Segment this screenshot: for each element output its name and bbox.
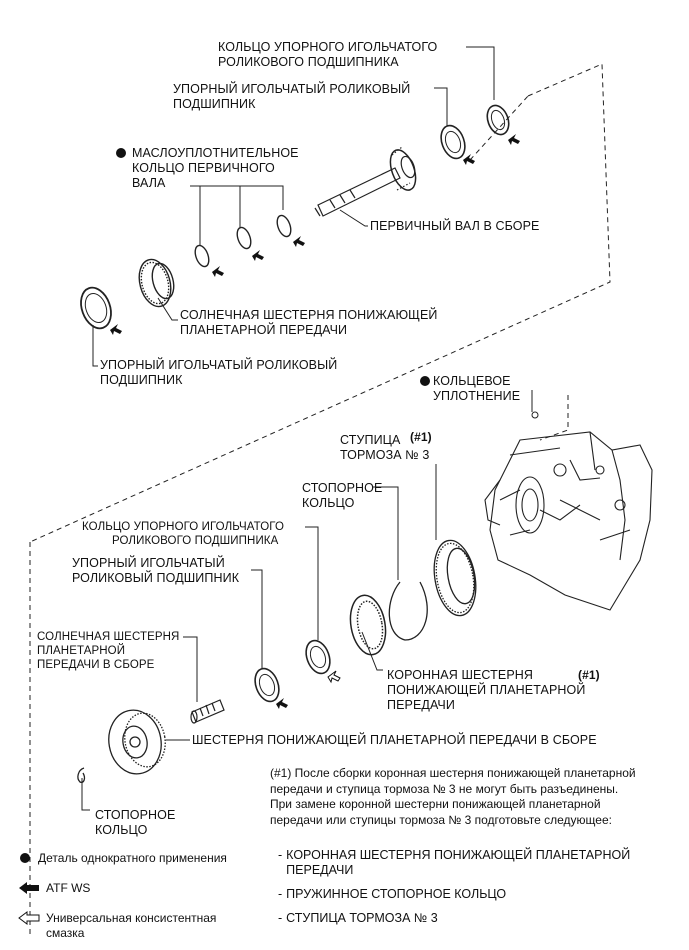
- replacement-list: - КОРОННАЯ ШЕСТЕРНЯ ПОНИЖАЮЩЕЙ ПЛАНЕТАРН…: [278, 848, 630, 935]
- list-item: - СТУПИЦА ТОРМОЗА № 3: [278, 911, 438, 925]
- leader-race-mid: [305, 526, 319, 640]
- snap-ring-bottom-part: [77, 767, 86, 784]
- leader-sun-gear-assy: [183, 636, 198, 702]
- bearing-mid-part: [254, 667, 280, 703]
- grease-arrow-icon: [327, 670, 341, 684]
- leader-ring-gear: [361, 631, 383, 671]
- leader-snap-ring-bottom: [81, 778, 90, 811]
- ring-gear-ref: (#1): [578, 668, 600, 682]
- bearing-left-part: [80, 286, 112, 330]
- leader-input-shaft: [339, 209, 368, 227]
- leader-oil-seal: [190, 185, 284, 246]
- oil-seal-ring-2: [236, 226, 252, 250]
- leader-bearing-top: [434, 87, 448, 126]
- atf-arrow-icon: [276, 698, 288, 709]
- label-input-shaft: ПЕРВИЧНЫЙ ВАЛ В СБОРЕ: [370, 219, 540, 233]
- label-planetary-gear-assy: ШЕСТЕРНЯ ПОНИЖАЮЩЕЙ ПЛАНЕТАРНОЙ ПЕРЕДАЧИ…: [192, 733, 597, 747]
- assembly-axis-top: [29, 63, 611, 543]
- list-item: - ПРУЖИННОЕ СТОПОРНОЕ КОЛЬЦО: [278, 887, 507, 901]
- atf-arrow-icon: [252, 250, 264, 261]
- non-reusable-dot-icon: [20, 853, 30, 863]
- planetary-gear-assy-part: [108, 709, 166, 775]
- race-mid-part: [305, 639, 331, 675]
- oil-seal-ring-3: [194, 244, 210, 268]
- brake-hub-ref: (#1): [410, 430, 432, 444]
- ring-gear-part: [349, 594, 387, 656]
- atf-arrow-icon: [19, 882, 39, 894]
- bearing-top-part: [440, 124, 466, 160]
- transaxle-case-part: [484, 431, 653, 611]
- leader-race-top: [466, 46, 495, 100]
- input-shaft-part: [314, 146, 417, 217]
- leader-bearing-mid: [251, 569, 263, 668]
- atf-arrow-icon: [508, 134, 520, 145]
- list-item: - КОРОННАЯ ШЕСТЕРНЯ ПОНИЖАЮЩЕЙ ПЛАНЕТАРН…: [278, 848, 631, 877]
- snap-ring-mid-part: [388, 581, 428, 641]
- assembly-note: (#1) После сборки коронная шестерня пони…: [270, 766, 636, 827]
- atf-arrow-icon: [293, 236, 305, 247]
- non-reusable-dot-icon: [116, 148, 126, 158]
- sun-gear-assy-part: [190, 699, 225, 724]
- atf-arrow-icon: [212, 266, 224, 277]
- atf-arrow-icon: [463, 154, 475, 165]
- race-top-part: [486, 104, 510, 136]
- oil-seal-ring-1: [276, 214, 292, 238]
- leader-bearing-left: [92, 325, 98, 367]
- non-reusable-dot-icon: [420, 376, 430, 386]
- leader-snap-ring-mid: [372, 486, 399, 580]
- atf-arrow-icon: [110, 324, 122, 335]
- sun-gear-reduction-part: [138, 258, 175, 308]
- legend-non-reusable: Деталь однократного применения: [18, 851, 227, 866]
- grease-arrow-icon: [18, 911, 40, 925]
- legend-atf: ATF WS: [18, 881, 90, 896]
- brake-hub-part: [433, 539, 477, 617]
- o-ring-part: [531, 411, 539, 419]
